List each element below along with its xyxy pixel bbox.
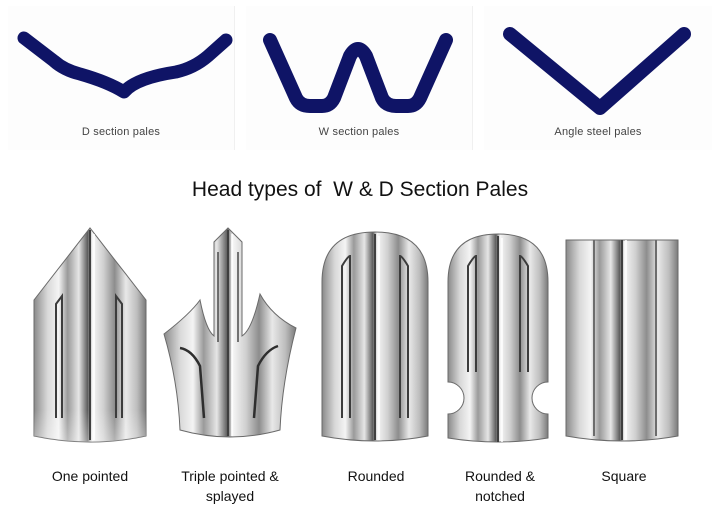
head-rounded-notched [444, 222, 554, 450]
angle-steel-profile-icon [503, 27, 691, 115]
w-section-profile-icon [263, 33, 453, 113]
profile-caption-angle: Angle steel pales [554, 126, 642, 138]
profile-d-section: D section pales [8, 6, 235, 150]
head-caption-rounded: Rounded [347, 468, 405, 484]
head-rounded [320, 222, 430, 450]
head-one-pointed [30, 222, 150, 450]
rounded-head-icon [321, 231, 429, 442]
head-caption-one-pointed: One pointed [51, 468, 129, 484]
head-caption-triple-pointed: Triple pointed & splayed [181, 468, 279, 504]
profile-caption-w: W section pales [318, 126, 400, 138]
profile-w-section: W section pales [246, 6, 473, 150]
triple-pointed-head-icon [163, 227, 297, 438]
rounded-notched-head-icon [447, 233, 549, 443]
head-caption-rounded-notched: Rounded & notched [464, 468, 536, 504]
profile-angle-steel: Angle steel pales [484, 6, 712, 150]
one-pointed-head-icon [33, 227, 147, 443]
profile-caption-d: D section pales [81, 126, 161, 138]
head-triple-pointed [160, 222, 300, 450]
section-title: Head types of W & D Section Pales [191, 178, 529, 201]
head-caption-square: Square [601, 468, 647, 484]
head-square [564, 222, 684, 450]
square-head-icon [565, 239, 679, 442]
d-section-profile-icon [17, 31, 233, 99]
